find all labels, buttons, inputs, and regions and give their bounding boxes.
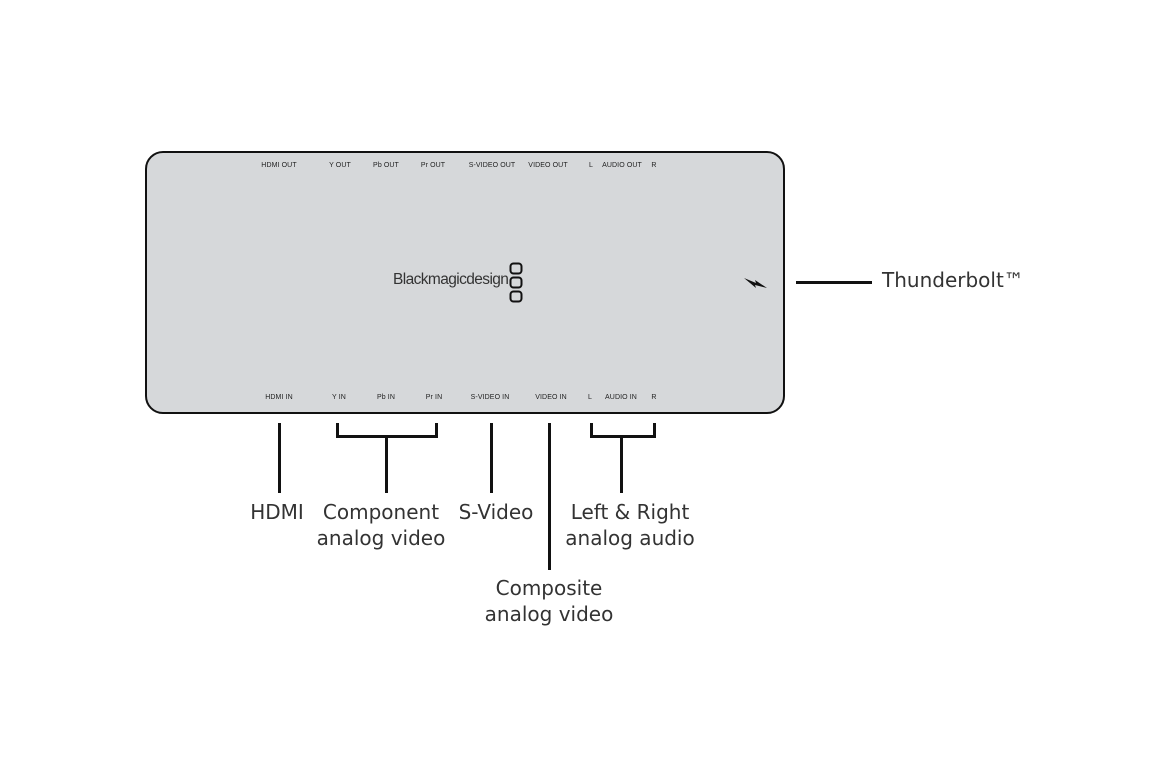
port-hdmi-in: HDMI IN [265, 394, 293, 401]
port-video-out: VIDEO OUT [528, 162, 568, 169]
port-pr-out: Pr OUT [420, 162, 446, 169]
port-hdmi-out: HDMI OUT [261, 162, 297, 169]
port-video-in: VIDEO IN [535, 394, 567, 401]
thunderbolt-icon [744, 278, 767, 288]
audio-label: Left & Right analog audio [565, 500, 695, 550]
port-audio-in-r: R [651, 394, 657, 401]
svideo-callout-line [490, 423, 493, 493]
port-audio-out-l: L [589, 162, 593, 169]
composite-callout-line [548, 423, 551, 570]
hdmi-callout-line [278, 423, 281, 493]
port-audio-in: AUDIO IN [605, 394, 637, 401]
audio-bracket-right [653, 423, 656, 438]
svideo-label: S-Video [458, 500, 534, 524]
blackmagic-logo-icon [509, 262, 523, 303]
device-body [145, 151, 785, 414]
component-label: Component analog video [316, 500, 446, 550]
port-audio-out-r: R [651, 162, 657, 169]
port-pr-in: Pr IN [425, 394, 443, 401]
port-svideo-out: S-VIDEO OUT [468, 162, 516, 169]
hdmi-label: HDMI [250, 500, 304, 524]
audio-bracket-left [590, 423, 593, 438]
port-pb-out: Pb OUT [373, 162, 399, 169]
brand-wordmark: Blackmagicdesign [393, 271, 509, 288]
port-svideo-in: S-VIDEO IN [470, 394, 510, 401]
audio-callout-line [620, 435, 623, 493]
thunderbolt-callout-line [796, 281, 872, 284]
port-pb-in: Pb IN [376, 394, 396, 401]
composite-label: Composite analog video [484, 576, 614, 626]
port-y-out: Y OUT [329, 162, 351, 169]
component-callout-line [385, 435, 388, 493]
port-y-in: Y IN [332, 394, 346, 401]
component-bracket-right [435, 423, 438, 438]
audio-bracket-bar [590, 435, 656, 438]
port-audio-in-l: L [588, 394, 592, 401]
thunderbolt-label: Thunderbolt™ [882, 268, 1024, 292]
component-bracket-left [336, 423, 339, 438]
port-audio-out: AUDIO OUT [602, 162, 642, 169]
